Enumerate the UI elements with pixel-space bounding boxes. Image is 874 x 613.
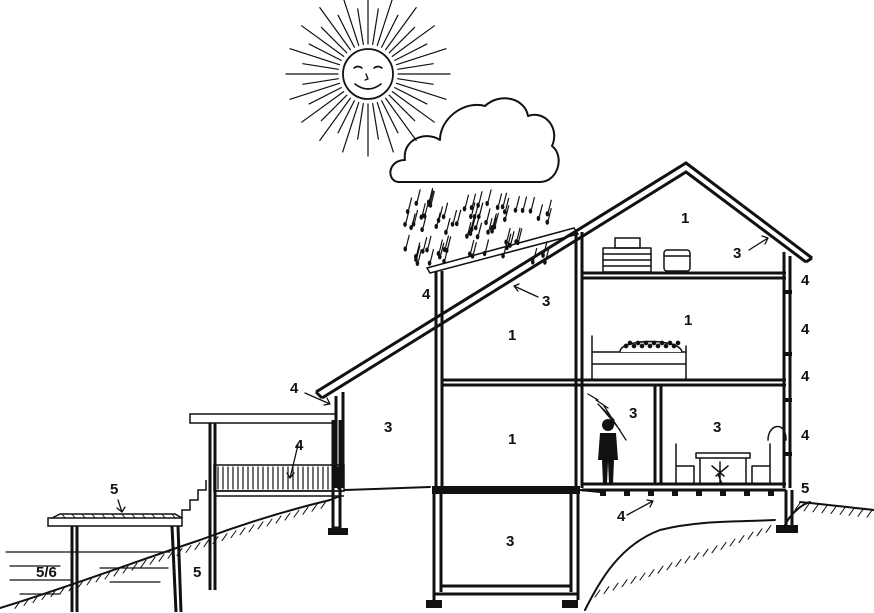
- label-eave-4: 4: [290, 380, 299, 397]
- label-ground-center-1: 1: [508, 431, 516, 448]
- stairs: [182, 480, 206, 518]
- label-roof-underside-3: 3: [542, 293, 550, 310]
- label-attic-wall-4b: 4: [801, 321, 810, 338]
- sun-icon: [286, 0, 450, 156]
- label-floor-4: 4: [617, 508, 626, 525]
- dining-set-icon: [676, 426, 786, 484]
- label-foundation-5: 5: [801, 480, 809, 497]
- house-structure: [336, 232, 798, 608]
- label-attic-wall-4a: 4: [801, 272, 810, 289]
- person-icon: [598, 419, 618, 484]
- label-mid-right-1: 1: [684, 312, 692, 329]
- roof: [316, 163, 812, 398]
- label-kitchen-3: 3: [713, 419, 721, 436]
- label-dock-5: 5: [110, 481, 118, 498]
- label-mid-left-1: 1: [508, 327, 516, 344]
- label-right-wall-4a: 4: [801, 368, 810, 385]
- label-ground-left-3: 3: [384, 419, 392, 436]
- label-right-wall-4b: 4: [801, 427, 810, 444]
- label-attic-1: 1: [681, 210, 689, 227]
- label-bathroom-3: 3: [629, 405, 637, 422]
- label-chimney-wall-4: 4: [422, 286, 431, 303]
- dock: [48, 514, 182, 612]
- attic-storage-icon: [603, 238, 690, 272]
- terrain: [0, 487, 874, 610]
- bed-icon: [592, 336, 686, 380]
- label-pile-5: 5: [193, 564, 201, 581]
- label-attic-3: 3: [733, 245, 741, 262]
- label-basement-3: 3: [506, 533, 514, 550]
- label-water-5-6: 5/6: [36, 564, 57, 581]
